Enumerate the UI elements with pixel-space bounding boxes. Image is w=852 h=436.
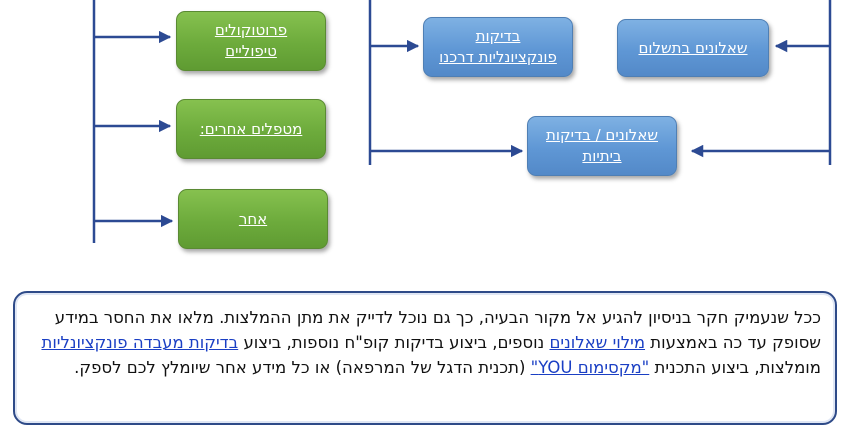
paid-questionnaires-label: שאלונים בתשלום (638, 38, 748, 57)
info-text-1: ככל שנעמיק חקר בניסיון להגיע אל מקור הבע… (54, 308, 821, 352)
info-text-2: נוספים, ביצוע בדיקות קופ"ח נוספות, ביצוע (238, 333, 550, 352)
other-therapists-box[interactable]: מטפלים אחרים: (176, 99, 326, 159)
functional-tests-box[interactable]: בדיקות פונקציונליות דרכנו (423, 17, 573, 77)
maximum-you-link[interactable]: "מקסימום YOU" (530, 358, 650, 377)
paid-questionnaires-box[interactable]: שאלונים בתשלום (617, 19, 769, 77)
protocols-label: פרוטוקולים טיפוליים (214, 21, 288, 60)
info-text-4: (תכנית הדגל של המרפאה) או כל מידע אחר שי… (74, 358, 531, 377)
home-tests-label: שאלונים / בדיקות ביתיות (546, 126, 658, 165)
functional-lab-tests-link[interactable]: בדיקות מעבדה פונקציונליות (41, 333, 239, 352)
protocols-box[interactable]: פרוטוקולים טיפוליים (176, 11, 326, 71)
home-tests-box[interactable]: שאלונים / בדיקות ביתיות (527, 116, 677, 176)
flow-connectors (92, 0, 832, 243)
info-text-3: מומלצות, ביצוע התכנית (649, 358, 822, 377)
other-therapists-label: מטפלים אחרים: (199, 119, 303, 138)
info-panel: ככל שנעמיק חקר בניסיון להגיע אל מקור הבע… (13, 291, 837, 425)
other-label: אחר (238, 209, 268, 228)
questionnaires-link[interactable]: מילוי שאלונים (549, 333, 646, 352)
other-box[interactable]: אחר (178, 189, 328, 249)
functional-tests-label: בדיקות פונקציונליות דרכנו (439, 27, 557, 66)
